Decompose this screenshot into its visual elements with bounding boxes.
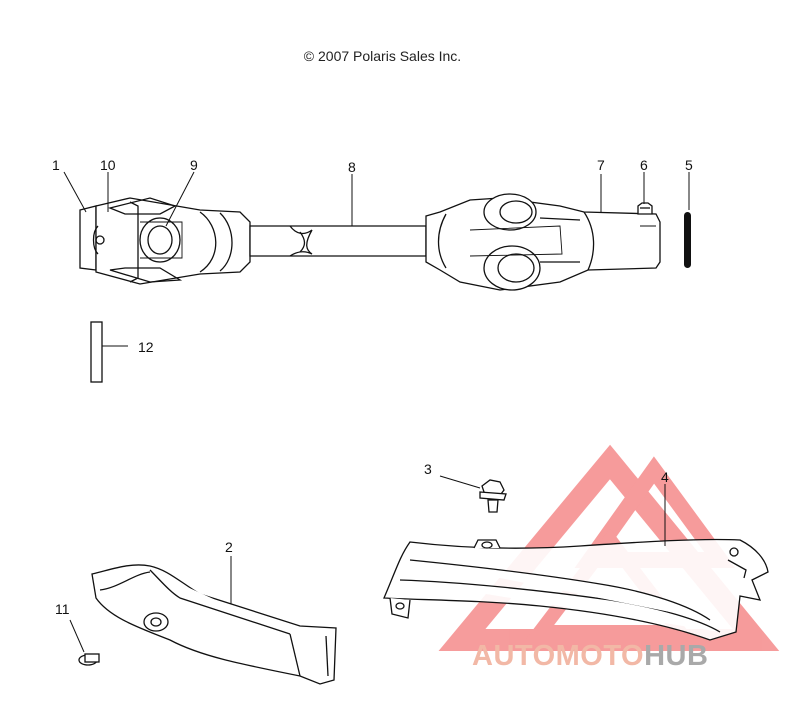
callout-2: 2 xyxy=(225,539,233,555)
callout-12: 12 xyxy=(138,339,154,355)
right-yoke-body xyxy=(425,197,661,291)
callout-7: 7 xyxy=(597,157,605,173)
callout-11: 11 xyxy=(55,601,70,617)
left-shaft-guard xyxy=(91,564,337,685)
shaft-tube xyxy=(249,225,427,257)
lower-bearing-cap xyxy=(483,245,541,291)
drive-shaft-assembly xyxy=(79,193,661,291)
callout-5: 5 xyxy=(685,157,693,173)
callout-4: 4 xyxy=(661,469,669,485)
rivet-part xyxy=(78,653,100,666)
callout-1: 1 xyxy=(52,157,60,173)
upper-bearing-cap xyxy=(483,193,537,231)
callout-10: 10 xyxy=(100,157,116,173)
callout-6: 6 xyxy=(640,157,648,173)
watermark-part2: HUB xyxy=(644,640,709,672)
key-part xyxy=(90,321,103,383)
right-shaft-guard xyxy=(383,538,769,641)
callout-3: 3 xyxy=(424,461,432,477)
watermark-part1: AUTOMOTO xyxy=(472,640,645,672)
cross-bearing-cap xyxy=(139,217,181,263)
bolt-part xyxy=(479,479,507,513)
callout-8: 8 xyxy=(348,159,356,175)
callout-9: 9 xyxy=(190,157,198,173)
watermark-text: AUTOMOTOHUB xyxy=(472,640,708,673)
copyright-notice: © 2007 Polaris Sales Inc. xyxy=(303,48,462,64)
roll-pin xyxy=(684,212,691,268)
snap-ring xyxy=(92,225,99,255)
leader-lines xyxy=(63,171,690,653)
